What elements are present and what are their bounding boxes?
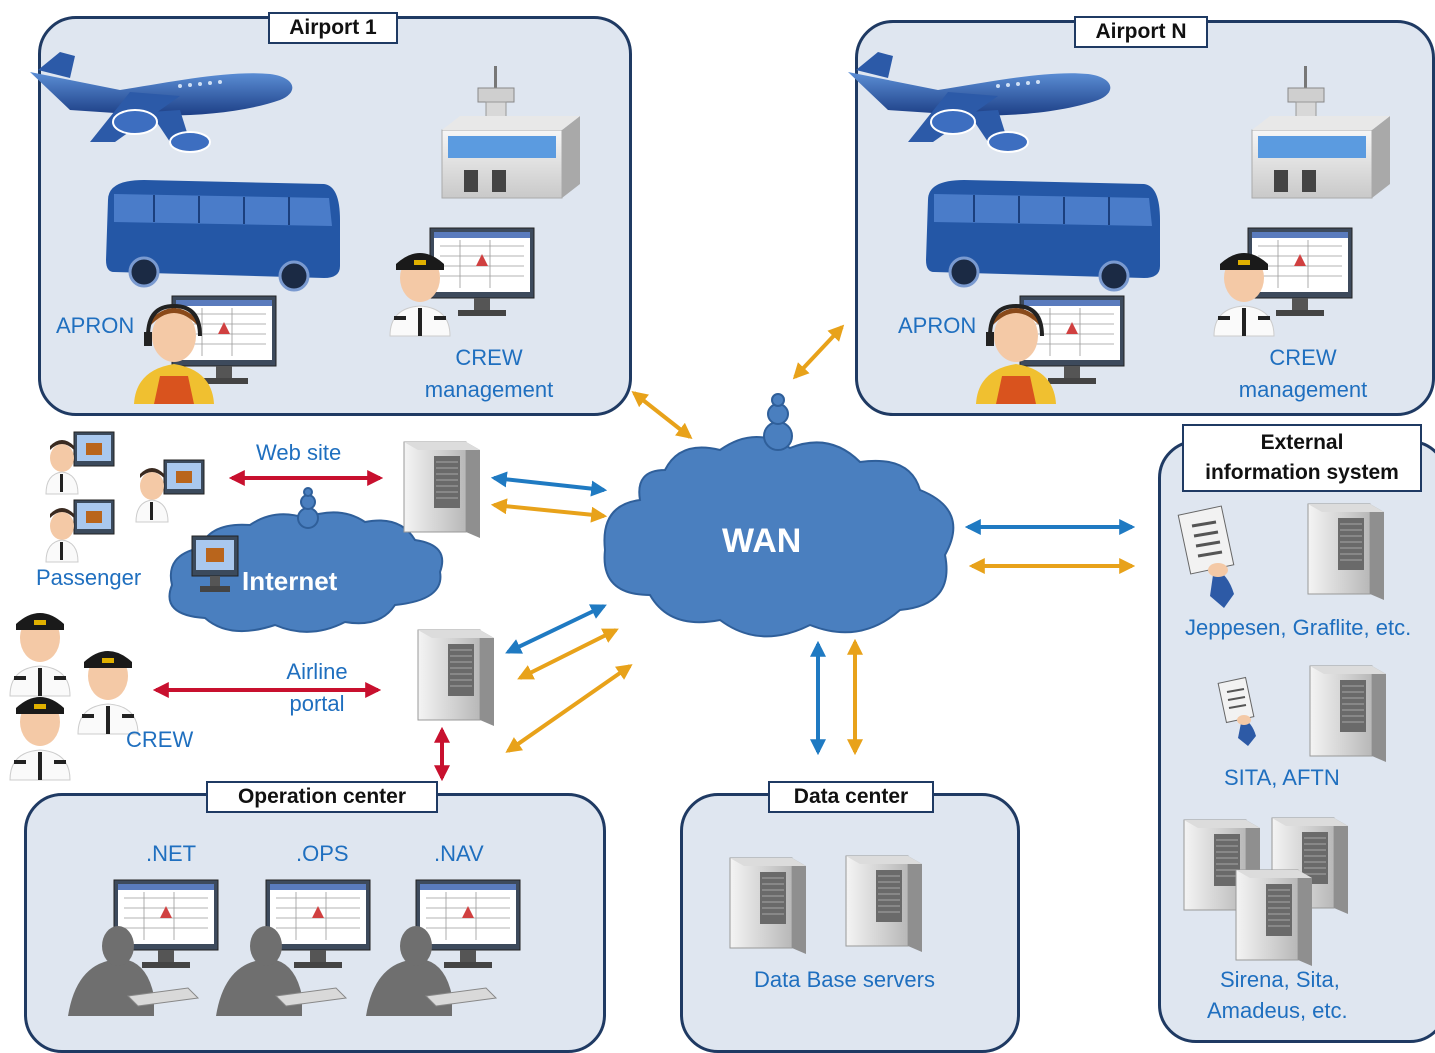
airport-1-crew-label: CREW management <box>414 342 564 406</box>
airport-n-title: Airport N <box>1074 16 1208 48</box>
provider-sita-aftn: SITA, AFTN <box>1224 765 1340 790</box>
crew-line2: management <box>424 377 554 402</box>
wan-cloud-label: WAN <box>722 522 802 560</box>
external-info-title: External information system <box>1182 424 1422 492</box>
external-title-line2: information system <box>1205 461 1399 484</box>
crew-line1: CREW <box>1269 345 1337 370</box>
airline-line2: portal <box>289 691 345 716</box>
external-title-line1: External <box>1260 431 1344 454</box>
airline-line1: Airline <box>286 659 348 684</box>
airline-portal-label: Airline portal <box>274 656 360 720</box>
web-site-label: Web site <box>256 440 342 465</box>
crew-line1: CREW <box>455 345 523 370</box>
airport-1-title: Airport 1 <box>268 12 398 44</box>
workstation-nav-label: .NAV <box>434 841 484 866</box>
internet-cloud-label: Internet <box>242 566 338 596</box>
airport-n-crew-label: CREW management <box>1228 342 1378 406</box>
provider-jeppesen: Jeppesen, Graflite, etc. <box>1185 615 1412 640</box>
passenger-label: Passenger <box>36 565 142 590</box>
crew-label: CREW <box>126 727 194 752</box>
data-center-title: Data center <box>768 781 934 813</box>
workstation-ops-label: .OPS <box>296 841 349 866</box>
workstation-net-label: .NET <box>146 841 197 866</box>
provider-sirena-line2: Amadeus, etc. <box>1207 998 1348 1023</box>
operation-center-title: Operation center <box>206 781 438 813</box>
airport-1-apron-label: APRON <box>56 313 135 338</box>
airport-n-apron-label: APRON <box>898 313 977 338</box>
provider-sirena-line1: Sirena, Sita, <box>1220 967 1340 992</box>
data-base-servers-label: Data Base servers <box>754 967 935 992</box>
crew-line2: management <box>1238 377 1368 402</box>
